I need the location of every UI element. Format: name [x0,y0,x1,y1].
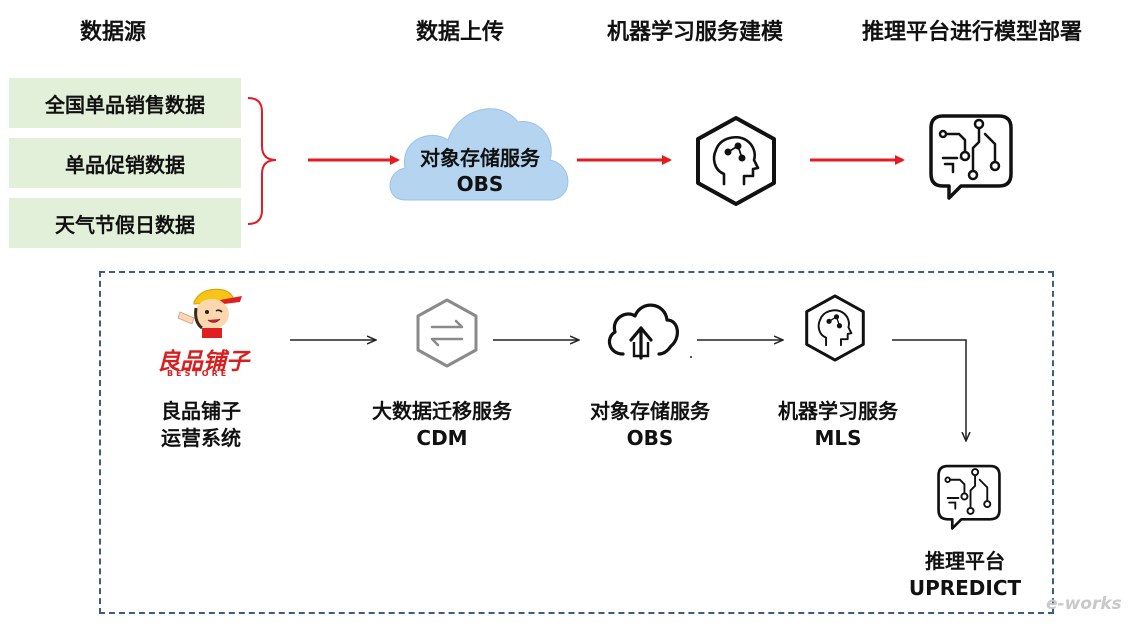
upredict-label: 推理平台 UPREDICT [908,549,1022,600]
source-weather-holiday-data: 天气节假日数据 [9,198,241,248]
arrow-mls-to-upredict [892,339,966,440]
cloud-upload-icon [607,303,679,360]
brand-logo-text: 良品铺子 [157,349,249,375]
upredict-circuit-chat-icon [937,464,1001,530]
transfer-arrows-icon [416,298,478,368]
cdm-label: 大数据迁移服务 CDM [372,399,512,450]
obs-label: 对象存储服务 OBS [590,399,710,450]
header-model-deployment: 推理平台进行模型部署 [862,20,1083,45]
watermark: e-works [1046,594,1122,614]
header-data-upload: 数据上传 [416,20,505,45]
brain-head-icon [696,116,776,206]
obs-cloud-shape [389,108,569,201]
brand-logo-subtext: BESTORE [167,369,230,378]
source-sales-data: 全国单品销售数据 [9,78,241,128]
header-data-source: 数据源 [80,20,147,45]
mls-label: 机器学习服务 MLS [778,399,898,450]
circuit-chat-icon [929,114,1013,200]
top-obs-label: 对象存储服务 OBS [420,146,540,196]
source-promotion-data: 单品促销数据 [9,138,241,188]
mls-brain-head-icon [805,294,865,362]
brand-system-label: 良品铺子 运营系统 [161,399,241,450]
header-ml-modeling: 机器学习服务建模 [607,20,784,45]
mascot-icon [177,288,242,338]
source-brace [247,97,277,225]
operations-flow-panel [99,271,1054,614]
